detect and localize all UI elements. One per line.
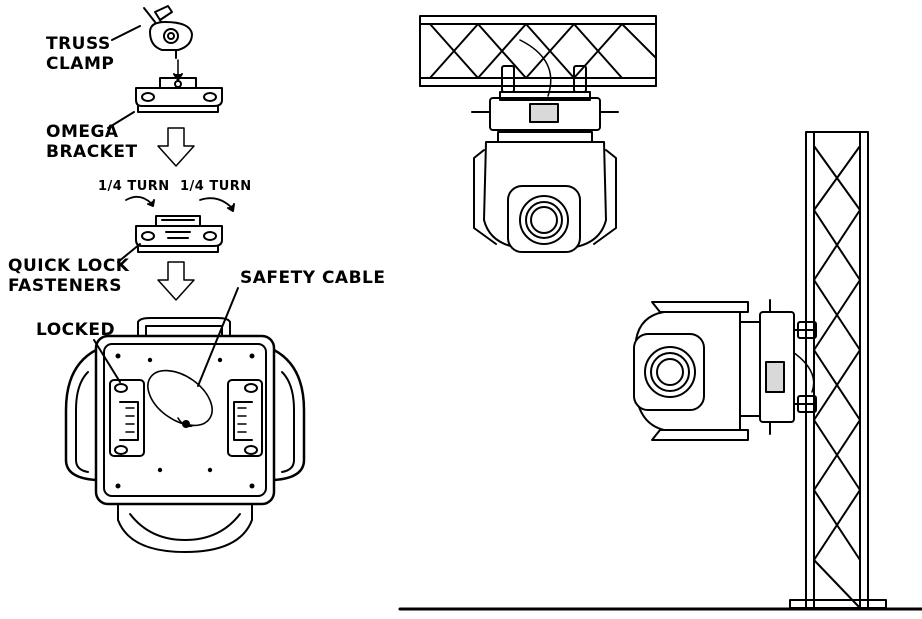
omega-bracket-illustration xyxy=(136,78,222,112)
down-arrow-icon xyxy=(158,262,194,300)
truss-clamp-leader xyxy=(112,26,140,40)
fixture-bottom-view xyxy=(66,318,304,552)
omega-bracket-leader xyxy=(108,112,134,128)
quarter-turn-left-label: 1/4 TURN xyxy=(98,179,170,194)
horizontal-truss xyxy=(420,16,656,86)
fixture-side-mounted-view xyxy=(634,300,816,440)
truss-clamp-label-line2: CLAMP xyxy=(46,54,115,74)
vertical-truss xyxy=(790,132,886,608)
safety-cable-label: SAFETY CABLE xyxy=(240,268,386,288)
down-arrow-icon xyxy=(158,128,194,166)
locked-leader xyxy=(94,340,120,382)
quick-lock-bracket-illustration xyxy=(136,216,222,252)
safety-cable-leader xyxy=(198,288,238,386)
quick-lock-label-line1: QUICK LOCK xyxy=(8,256,130,276)
omega-bracket-label-line2: BRACKET xyxy=(46,142,138,162)
quick-lock-leader xyxy=(118,244,140,262)
quick-lock-label-line2: FASTENERS xyxy=(8,276,122,296)
omega-bracket-label-line1: OMEGA xyxy=(46,122,119,142)
truss-clamp-label-line1: TRUSS xyxy=(46,34,111,54)
locked-label: LOCKED xyxy=(36,320,116,340)
truss-clamp-illustration xyxy=(144,6,192,58)
fixture-hanging-view xyxy=(472,40,618,252)
quarter-turn-right-label: 1/4 TURN xyxy=(180,179,252,194)
